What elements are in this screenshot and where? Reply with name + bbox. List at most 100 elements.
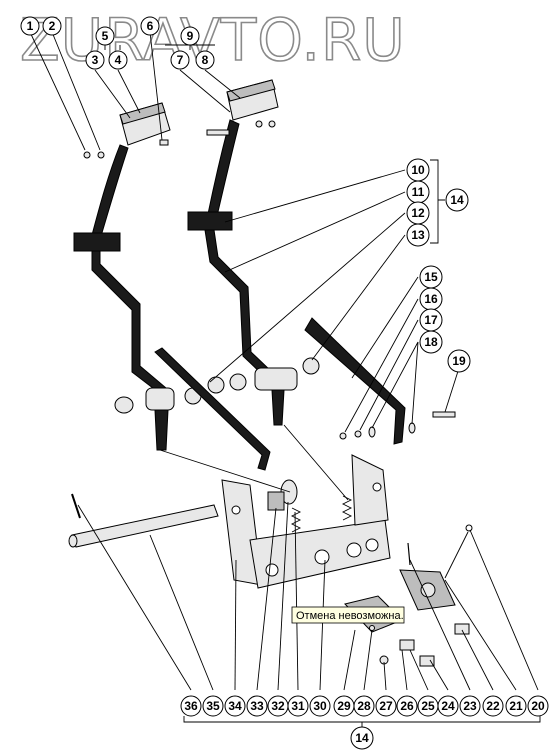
right-pedal-hub [254,367,298,391]
left-pedal-arm [91,144,129,237]
svg-text:3: 3 [92,53,99,67]
callout-14-bottom: 14 [350,726,374,750]
callout-23: 23 [459,695,481,717]
callout-3: 3 [85,50,105,70]
svg-text:19: 19 [452,354,466,368]
frame-right-plate [351,454,389,526]
fitting-26 [399,639,415,651]
callout-15: 15 [419,265,443,289]
callouts: 1 2 5 6 9 3 4 7 8 10 11 12 13 14 15 16 1… [20,16,549,750]
callout-4: 4 [108,50,128,70]
svg-text:14: 14 [355,731,369,745]
callout-5: 5 [95,26,115,46]
callout-11: 11 [406,180,430,204]
callout-36: 36 [180,695,202,717]
svg-text:26: 26 [400,699,414,713]
bushing-a [207,376,225,394]
callout-13: 13 [406,223,430,247]
svg-text:32: 32 [271,699,285,713]
svg-text:23: 23 [463,699,477,713]
callout-17: 17 [419,308,443,332]
spring-31 [290,507,302,533]
svg-text:6: 6 [147,19,154,33]
svg-text:14: 14 [450,193,464,207]
svg-text:11: 11 [412,185,425,199]
right-pedal-bracket [187,211,233,231]
callout-24: 24 [437,695,459,717]
callout-20: 20 [527,695,549,717]
bushing-33 [267,491,285,511]
callout-18: 18 [419,330,443,354]
svg-text:10: 10 [411,163,425,177]
push-rod-23 [407,542,411,566]
svg-text:34: 34 [228,699,242,713]
bolt-7 [206,129,230,136]
callout-6: 6 [140,16,160,36]
svg-text:25: 25 [421,699,435,713]
svg-text:20: 20 [531,699,545,713]
clip-18b [408,422,416,434]
left-pedal-bracket [73,232,121,252]
svg-text:2: 2 [49,19,56,33]
fitting-22 [454,623,470,635]
right-pedal-lever [204,229,273,379]
callout-12: 12 [406,201,430,225]
callout-28: 28 [353,695,375,717]
tooltip-text: Отмена невозможна. [296,610,404,622]
svg-text:8: 8 [202,53,209,67]
main-shaft [68,479,353,548]
callout-14-top: 14 [445,188,469,212]
callout-21: 21 [505,695,527,717]
right-pedal-fork [271,389,285,426]
leader-lines [29,31,541,728]
bolt-19 [432,411,456,418]
fitting-25 [419,655,435,667]
svg-text:21: 21 [509,699,523,713]
svg-text:18: 18 [424,335,438,349]
callout-27: 27 [375,695,397,717]
washer-2 [97,151,105,159]
small-hardware [83,120,456,440]
svg-text:17: 17 [424,313,438,327]
svg-text:28: 28 [357,699,371,713]
spring-30 [341,495,353,521]
nut-8 [255,120,263,128]
svg-text:7: 7 [177,53,184,67]
shaft-pin-36 [71,493,81,519]
callout-9: 9 [180,26,200,46]
svg-text:33: 33 [250,699,264,713]
callout-1: 1 [20,16,40,36]
callout-32: 32 [267,695,289,717]
svg-text:16: 16 [424,292,438,306]
svg-text:36: 36 [184,699,198,713]
washer-28 [369,625,375,631]
watermark-text: ZURAVTO.RU [20,6,406,74]
washer-17 [354,430,362,438]
pedal-shaft [71,504,219,548]
cylinder-right-cap [420,582,436,598]
right-bracket-bar [304,317,406,445]
callout-30: 30 [309,695,331,717]
cable-20 [444,531,469,579]
tooltip: Отмена невозможна. [291,606,405,624]
callout-25: 25 [417,695,439,717]
svg-text:13: 13 [411,228,425,242]
callout-7: 7 [170,50,190,70]
callout-35: 35 [202,695,224,717]
callout-8: 8 [195,50,215,70]
left-pedal [73,102,202,451]
left-bushing [114,396,134,414]
left-pedal-fork [154,409,169,451]
right-pedal [187,79,320,426]
svg-text:4: 4 [115,53,122,67]
svg-text:27: 27 [379,699,393,713]
svg-text:1: 1 [27,19,34,33]
callout-10: 10 [406,158,430,182]
pin-6 [159,139,169,146]
clip-18a [368,426,376,438]
callout-16: 16 [419,287,443,311]
callout-29: 29 [333,695,355,717]
svg-text:24: 24 [441,699,455,713]
left-pedal-lever [91,250,167,396]
